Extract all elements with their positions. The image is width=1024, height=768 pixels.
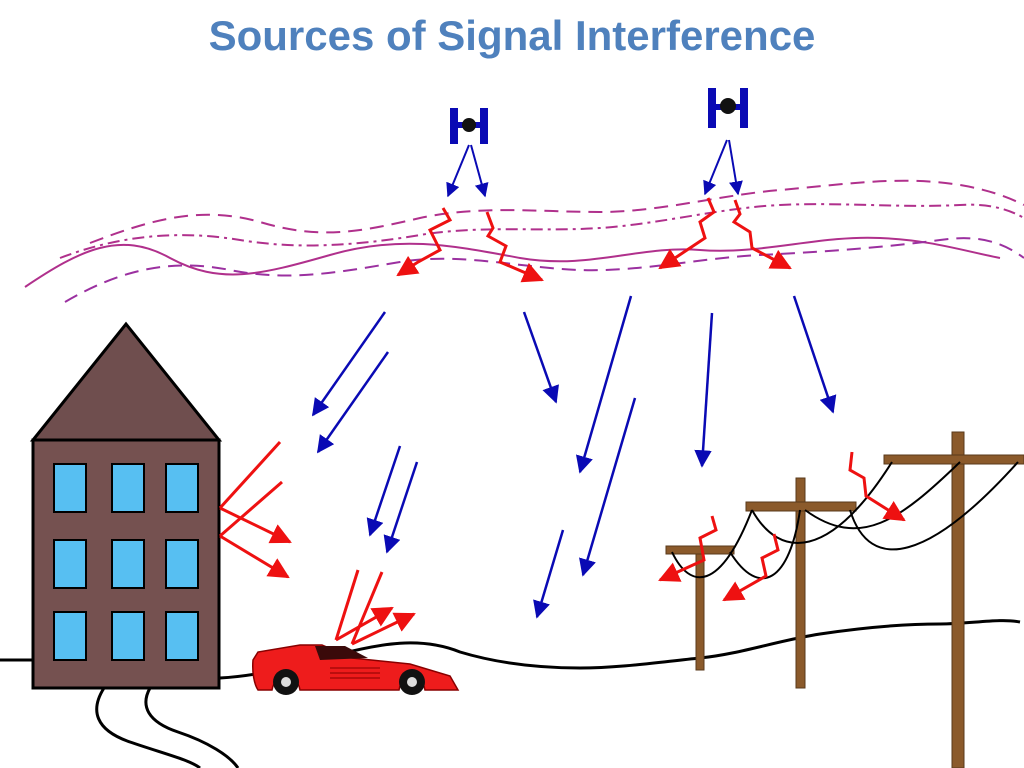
slide-title: Sources of Signal Interference	[208, 12, 816, 59]
interference-bolt	[485, 211, 544, 283]
building	[29, 321, 223, 690]
interference-bolt	[722, 533, 780, 602]
ionosphere-wave-dashed-top	[89, 179, 1024, 244]
window	[111, 611, 145, 661]
window	[53, 611, 87, 661]
road-edge-left	[95, 687, 201, 768]
road-edge-right	[144, 687, 240, 768]
window	[53, 463, 87, 513]
car-side-vents	[330, 667, 380, 679]
signal-ray	[366, 445, 402, 537]
building-windows	[53, 463, 199, 661]
multipath-reflections-building	[218, 440, 292, 579]
power-lines	[665, 431, 1024, 768]
interference-bolt	[848, 451, 906, 522]
building-icon	[29, 321, 223, 690]
interference-bolt	[658, 515, 718, 582]
satellite-left	[446, 108, 489, 198]
car	[252, 644, 460, 695]
interference-bolt	[396, 207, 453, 277]
window	[165, 539, 199, 589]
signal-ray	[792, 295, 837, 414]
utility-pole-medium	[795, 477, 806, 689]
signal-ray	[311, 311, 387, 417]
window	[111, 539, 145, 589]
ionosphere-wave-dashed-bottom	[64, 237, 1024, 303]
utility-pole-large	[951, 431, 965, 768]
satellite-right	[703, 88, 748, 196]
window	[165, 611, 199, 661]
car-icon	[252, 644, 460, 695]
window	[53, 539, 87, 589]
satellite-icon	[450, 108, 488, 144]
multipath-reflections-car	[334, 569, 416, 646]
window	[165, 463, 199, 513]
ionospheric-interference	[396, 197, 792, 283]
electrical-interference	[658, 451, 906, 602]
power-line-icon	[665, 431, 1024, 768]
window	[111, 463, 145, 513]
signal-ray	[533, 529, 565, 619]
ionosphere-wave-dashdot	[59, 203, 1024, 259]
signal-ray	[575, 295, 633, 474]
signal-ray	[694, 312, 714, 468]
interference-bolt	[658, 197, 716, 270]
interference-bolt	[731, 199, 792, 270]
signal-ray	[579, 397, 637, 577]
ionosphere-wave-solid	[24, 236, 1001, 288]
crossarm	[665, 545, 735, 555]
signal-rays	[311, 295, 837, 619]
crossarm	[883, 454, 1024, 465]
building-roof	[29, 321, 223, 442]
crossarm	[745, 501, 857, 512]
ionosphere-layers	[24, 179, 1024, 303]
signal-ray	[316, 351, 390, 454]
satellite-icon	[708, 88, 748, 128]
car-window	[315, 646, 368, 660]
signal-ray	[522, 311, 559, 404]
signal-ray	[383, 461, 419, 554]
power-wires	[671, 461, 1019, 580]
